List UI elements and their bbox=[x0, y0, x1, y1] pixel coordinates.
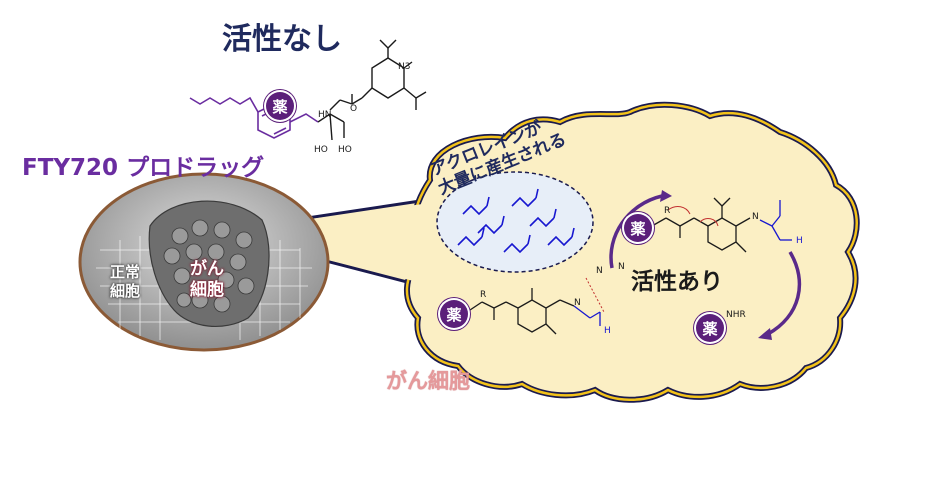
active-prodrug-left bbox=[469, 288, 575, 335]
hn-label: HN bbox=[318, 110, 332, 120]
h-label-left: H bbox=[604, 326, 611, 336]
prodrug-carbamate bbox=[317, 39, 427, 141]
cancer-cell-label: がん細胞 bbox=[386, 369, 470, 393]
reaction-arrow-down-head bbox=[758, 328, 772, 340]
reaction-arrow-up-head bbox=[660, 190, 672, 202]
prodrug-name: FTY720 プロドラッグ bbox=[22, 155, 265, 181]
active-prodrug-right-blue bbox=[759, 200, 792, 241]
electron-arrow-2 bbox=[699, 218, 719, 227]
r-label-left: R bbox=[480, 290, 487, 300]
drug-badge-right: 薬 bbox=[624, 214, 652, 242]
n-left-label: N bbox=[574, 298, 581, 308]
nhr-label: NHR bbox=[726, 310, 746, 320]
active-prodrug-left-blue bbox=[573, 305, 601, 326]
reaction-dashed bbox=[585, 277, 605, 313]
title-inactive: 活性なし bbox=[222, 22, 342, 57]
electron-arrow-1 bbox=[667, 206, 691, 215]
title-active: 活性あり bbox=[631, 269, 723, 295]
active-prodrug-right bbox=[651, 197, 751, 253]
tumor-cells bbox=[163, 219, 255, 313]
cancer-cell-inner-rim bbox=[405, 103, 858, 401]
tumor-cell-label: がん 細胞 bbox=[190, 259, 224, 300]
ho-label-1: HO bbox=[314, 145, 328, 155]
ho-label-2: HO bbox=[338, 145, 352, 155]
reaction-arrow-up bbox=[609, 194, 663, 269]
r-label-right: R bbox=[664, 206, 671, 216]
prodrug-structure bbox=[189, 96, 319, 139]
acrolein-pool bbox=[436, 171, 594, 273]
reaction-arrow-down bbox=[767, 251, 802, 336]
normal-cell-label: 正常 細胞 bbox=[110, 263, 141, 300]
drug-badge-prodrug: 薬 bbox=[266, 92, 294, 120]
azide-label: N3 bbox=[398, 62, 411, 72]
drug-badge-left: 薬 bbox=[440, 300, 468, 328]
n-plus-label: N bbox=[596, 266, 603, 276]
h-label-right: H bbox=[796, 236, 803, 246]
n-minus-label: N bbox=[618, 262, 625, 272]
nh-label-right: N bbox=[752, 212, 759, 222]
carbamate-o-label: O bbox=[350, 104, 358, 114]
acrolein-molecules bbox=[457, 188, 575, 254]
drug-badge-released: 薬 bbox=[696, 314, 724, 342]
